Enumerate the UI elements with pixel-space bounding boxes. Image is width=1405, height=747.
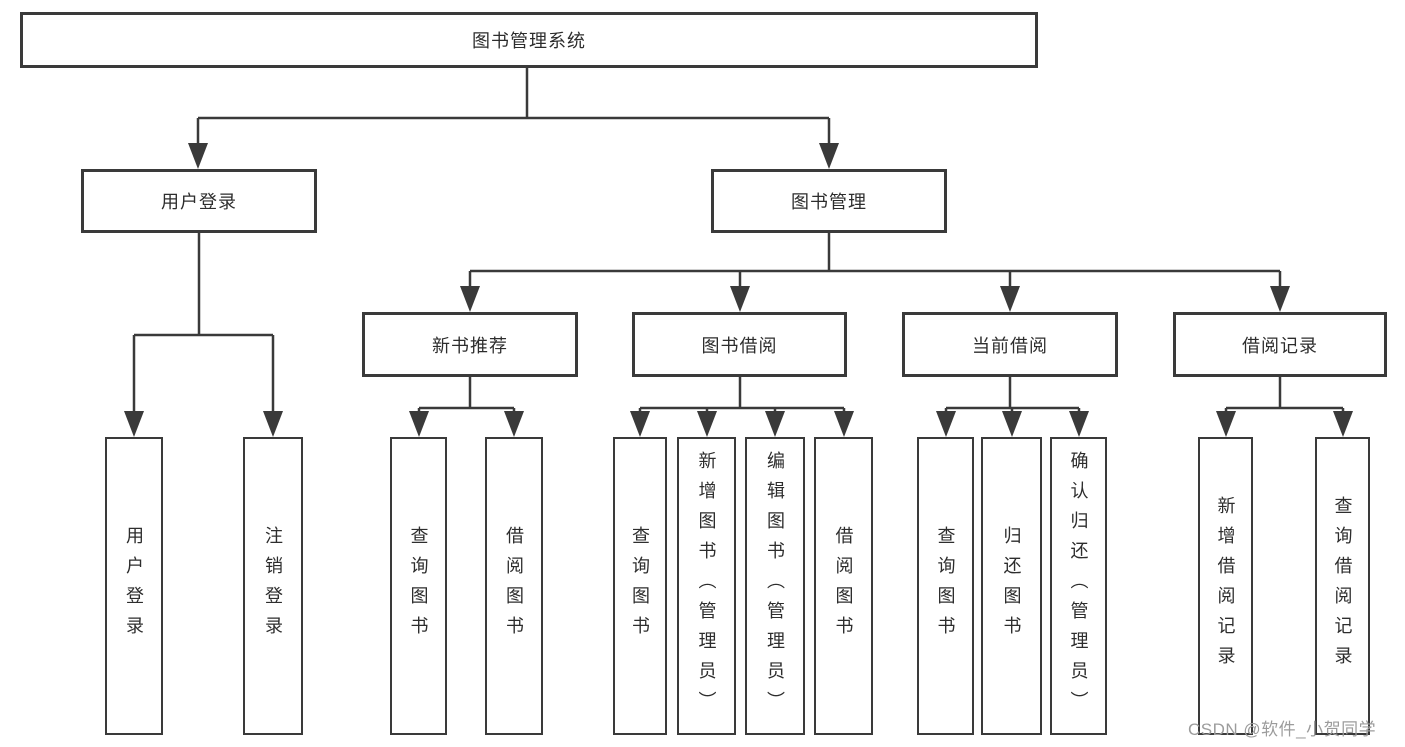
node-book-borrowing: 图书借阅 bbox=[632, 312, 847, 377]
leaf-query-books-recommend-label: 查询图书 bbox=[408, 526, 429, 646]
node-book-management: 图书管理 bbox=[711, 169, 947, 233]
leaf-query-books-borrowing-label: 查询图书 bbox=[630, 526, 650, 646]
node-new-book-recommend: 新书推荐 bbox=[362, 312, 578, 377]
leaf-query-books-borrowing: 查询图书 bbox=[613, 437, 667, 735]
leaf-query-books-recommend: 查询图书 bbox=[390, 437, 447, 735]
leaf-user-login-label: 用户登录 bbox=[124, 526, 144, 646]
leaf-return-books: 归还图书 bbox=[981, 437, 1042, 735]
leaf-borrow-books-label: 借阅图书 bbox=[833, 526, 854, 646]
node-book-management-label: 图书管理 bbox=[791, 192, 867, 212]
node-user-login-label: 用户登录 bbox=[161, 192, 237, 212]
leaf-edit-books-admin-label: 编辑图书（管理员） bbox=[765, 451, 785, 721]
leaf-add-books-admin-label: 新增图书（管理员） bbox=[696, 451, 717, 721]
node-book-borrowing-label: 图书借阅 bbox=[701, 335, 778, 356]
arrowheads bbox=[124, 143, 1353, 437]
leaf-borrow-books-recommend: 借阅图书 bbox=[485, 437, 543, 735]
node-borrowing-records: 借阅记录 bbox=[1173, 312, 1387, 377]
leaf-return-books-label: 归还图书 bbox=[1001, 526, 1022, 646]
leaf-add-books-admin: 新增图书（管理员） bbox=[677, 437, 736, 735]
node-new-book-recommend-label: 新书推荐 bbox=[432, 335, 508, 356]
node-user-login: 用户登录 bbox=[81, 169, 317, 233]
leaf-add-borrow-record: 新增借阅记录 bbox=[1198, 437, 1253, 735]
leaf-borrow-books-recommend-label: 借阅图书 bbox=[504, 526, 524, 646]
node-current-borrowing: 当前借阅 bbox=[902, 312, 1118, 377]
node-root-label: 图书管理系统 bbox=[472, 31, 586, 51]
leaf-query-books-current-label: 查询图书 bbox=[935, 526, 956, 646]
node-borrowing-records-label: 借阅记录 bbox=[1242, 335, 1318, 356]
csdn-watermark: CSDN @软件_小贺同学 bbox=[1188, 720, 1377, 739]
leaf-logout: 注销登录 bbox=[243, 437, 303, 735]
node-root: 图书管理系统 bbox=[20, 12, 1038, 68]
leaf-confirm-return-admin-label: 确认归还（管理员） bbox=[1068, 451, 1089, 721]
leaf-confirm-return-admin: 确认归还（管理员） bbox=[1050, 437, 1107, 735]
leaf-add-borrow-record-label: 新增借阅记录 bbox=[1215, 496, 1236, 676]
leaf-edit-books-admin: 编辑图书（管理员） bbox=[745, 437, 805, 735]
node-current-borrowing-label: 当前借阅 bbox=[972, 335, 1048, 356]
leaf-user-login: 用户登录 bbox=[105, 437, 163, 735]
leaf-query-borrow-record-label: 查询借阅记录 bbox=[1332, 496, 1353, 676]
leaf-query-books-current: 查询图书 bbox=[917, 437, 974, 735]
leaf-query-borrow-record: 查询借阅记录 bbox=[1315, 437, 1370, 735]
leaf-borrow-books: 借阅图书 bbox=[814, 437, 873, 735]
leaf-logout-label: 注销登录 bbox=[263, 526, 283, 646]
